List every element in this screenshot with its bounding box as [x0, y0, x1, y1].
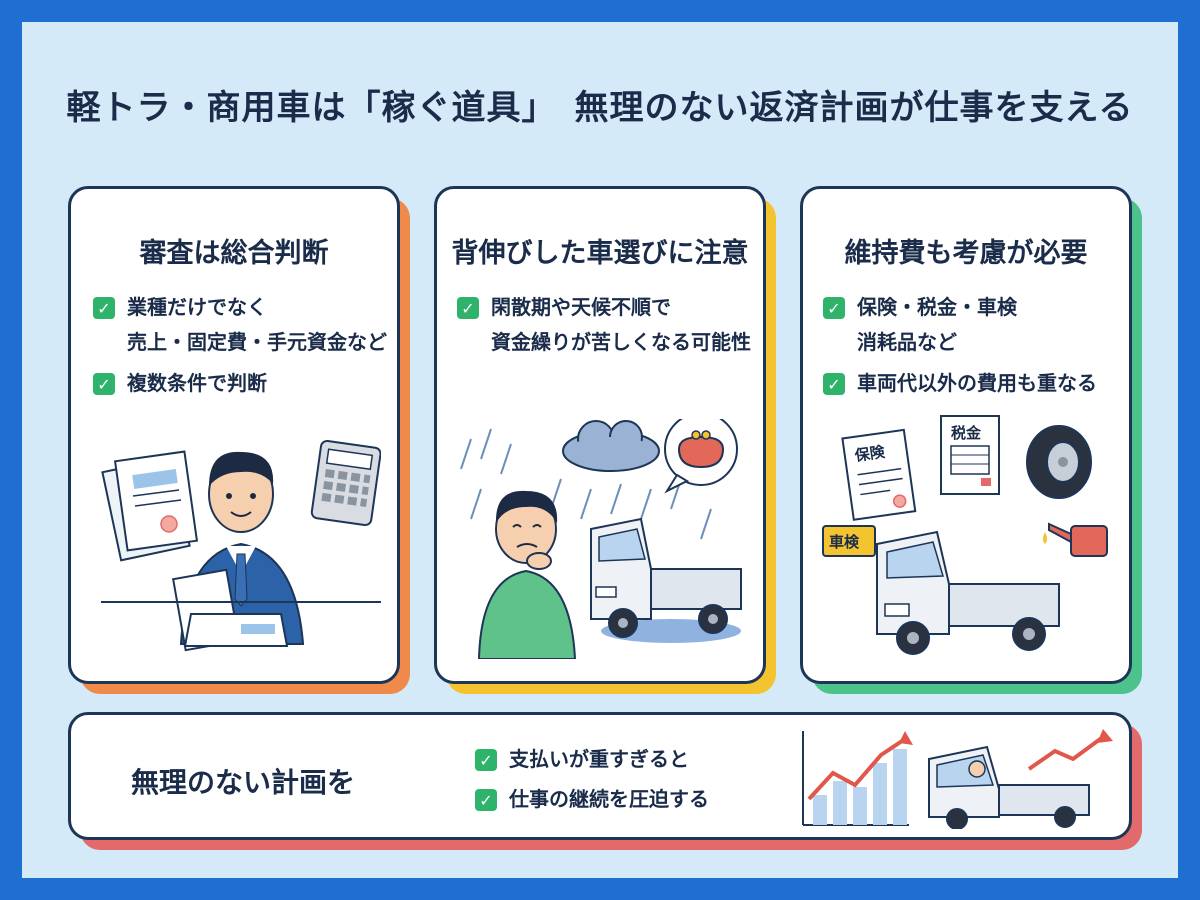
wallet-speech-bubble-icon — [664, 419, 738, 494]
cloud-icon — [562, 420, 660, 472]
check-icon: ✓ — [93, 373, 115, 395]
bar-chart-icon — [802, 731, 913, 826]
card-title-review: 審査は総合判断 — [139, 238, 329, 269]
insurance-document-icon: 保険 — [841, 428, 917, 521]
tax-document-icon: 税金 — [940, 415, 1000, 495]
check-icon: ✓ — [823, 373, 845, 395]
document-icon — [101, 450, 199, 562]
check-icon: ✓ — [457, 297, 479, 319]
paper-on-desk-icon — [183, 613, 289, 647]
truck-icon — [590, 517, 742, 638]
check-item-other-costs: ✓ 車両代以外の費用も重なる — [823, 371, 1097, 400]
check-item-insurance: ✓ 保険・税金・車検 — [823, 295, 1017, 324]
inspection-sign-icon: 車検 — [822, 525, 876, 557]
check-item-offseason: ✓ 閑散期や天候不順で — [457, 295, 671, 324]
worried-person-icon — [477, 490, 577, 659]
check-icon: ✓ — [475, 789, 497, 811]
check-item-business-pressure: ✓ 仕事の継続を圧迫する — [475, 787, 709, 816]
card-caution: 背伸びした車選びに注意 ✓ 閑散期や天候不順で 資金繰りが苦しくなる可能性 — [434, 186, 766, 684]
calculator-icon — [310, 439, 381, 527]
truck-with-driver-icon — [928, 745, 1090, 829]
banner-title: 無理のない計画を — [131, 766, 356, 799]
check-text-continued: 資金繰りが苦しくなる可能性 — [491, 330, 751, 354]
check-icon: ✓ — [475, 749, 497, 771]
card-review: 審査は総合判断 ✓ 業種だけでなく 売上・固定費・手元資金など ✓ 複数条件で判… — [68, 186, 400, 684]
check-item-heavy-payment: ✓ 支払いが重すぎると — [475, 747, 689, 776]
check-icon: ✓ — [823, 297, 845, 319]
rain-truck-illustration — [460, 419, 742, 659]
insurance-label: 保険 — [853, 443, 887, 465]
page-title: 軽トラ・商用車は「稼ぐ道具」 無理のない返済計画が仕事を支える — [66, 88, 1134, 128]
check-icon: ✓ — [93, 297, 115, 319]
check-text: 支払いが重すぎると — [509, 747, 689, 771]
check-text-continued: 消耗品など — [857, 330, 957, 354]
tire-icon — [1026, 425, 1092, 499]
reviewer-illustration — [101, 439, 381, 652]
check-item-multiple: ✓ 複数条件で判断 — [93, 371, 267, 400]
growth-illustration — [802, 729, 1113, 829]
check-item-industry: ✓ 業種だけでなく — [93, 295, 267, 324]
check-text: 業種だけでなく — [127, 295, 267, 319]
check-text-continued: 売上・固定費・手元資金など — [127, 330, 387, 354]
inspection-label: 車検 — [829, 533, 860, 551]
card-maintenance: 維持費も考慮が必要 ✓ 保険・税金・車検 消耗品など ✓ 車両代以外の費用も重な… — [800, 186, 1132, 684]
check-text: 仕事の継続を圧迫する — [509, 787, 709, 811]
truck-icon — [876, 530, 1060, 655]
maintenance-illustration: 保険 税金 車検 — [822, 415, 1108, 655]
oil-can-icon — [1043, 522, 1108, 557]
plan-banner: 無理のない計画を ✓ 支払いが重すぎると ✓ 仕事の継続を圧迫する — [68, 712, 1132, 840]
card-title-caution: 背伸びした車選びに注意 — [451, 238, 749, 269]
check-text: 保険・税金・車検 — [857, 295, 1017, 319]
card-title-maintenance: 維持費も考慮が必要 — [844, 238, 1088, 269]
check-text: 複数条件で判断 — [127, 371, 267, 395]
check-text: 車両代以外の費用も重なる — [857, 371, 1097, 395]
upward-arrow-icon — [1027, 729, 1113, 771]
tax-label: 税金 — [951, 424, 982, 442]
check-text: 閑散期や天候不順で — [491, 295, 671, 319]
